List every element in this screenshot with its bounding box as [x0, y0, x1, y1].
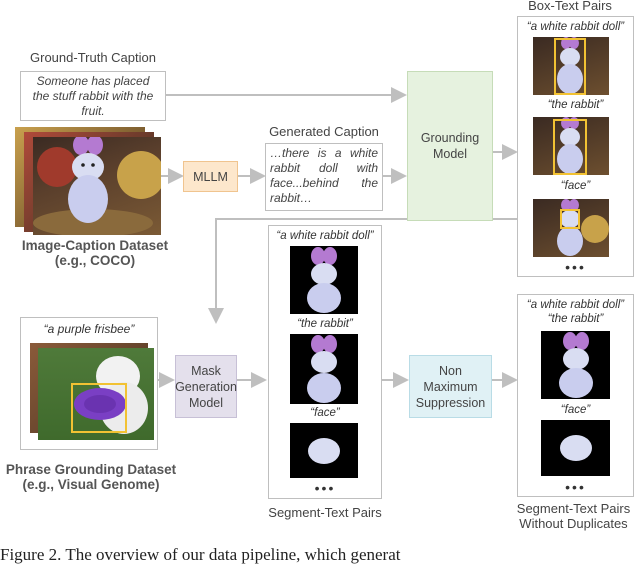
box-phrase-1: “a white rabbit doll”	[526, 21, 625, 33]
frisbee-dog-illustration	[71, 356, 148, 434]
segment-image-2	[290, 334, 358, 404]
dedup-phrase-1: “a white rabbit doll”	[526, 299, 625, 311]
dedup-title-line-2: Without Duplicates	[519, 516, 628, 531]
box-image-3-art	[557, 199, 609, 256]
grounding-model-box: Grounding Model	[407, 71, 493, 221]
ground-truth-line-3: fruit.	[81, 104, 105, 118]
mask-generation-line-3: Model	[188, 395, 224, 410]
generated-line-4: rabbit…	[270, 191, 313, 205]
frisbee-dog-image	[38, 348, 154, 440]
dedup-image-1	[541, 331, 610, 399]
image-caption-dataset-label: Image-Caption Dataset (e.g., COCO)	[10, 238, 180, 268]
generated-caption-title: Generated Caption	[269, 124, 379, 139]
mask-generation-line-2: Generation	[175, 379, 237, 394]
mllm-label: MLLM	[193, 169, 228, 184]
nms-line-1: Non	[439, 363, 462, 378]
segment-image-2-art	[307, 335, 341, 403]
mllm-box: MLLM	[183, 161, 238, 192]
dedup-phrase-3: “face”	[560, 404, 591, 416]
ground-truth-line-1: Someone has placed	[36, 74, 150, 88]
nms-line-2: Maximum	[423, 379, 478, 394]
rabbit-doll-illustration	[33, 137, 161, 235]
box-text-pairs-title: Box-Text Pairs	[528, 0, 612, 13]
image-caption-dataset-line-1: Image-Caption Dataset	[21, 238, 169, 253]
grounding-model-line-2: Model	[432, 147, 468, 161]
dedup-title-line-1: Segment-Text Pairs	[516, 501, 631, 516]
box-phrase-2: “the rabbit”	[547, 99, 604, 111]
box-image-1-art	[554, 37, 586, 95]
segment-image-3	[290, 423, 358, 478]
generated-line-1: …there is a white	[270, 146, 378, 160]
phrase-grounding-phrase: “a purple frisbee”	[43, 322, 135, 336]
generated-line-2: rabbit doll with	[270, 161, 378, 175]
segment-phrase-2: “the rabbit”	[297, 318, 353, 330]
ground-truth-caption-title: Ground-Truth Caption	[30, 50, 156, 65]
segment-text-pairs-title: Segment-Text Pairs	[268, 505, 382, 520]
dedup-image-2-art	[560, 435, 592, 461]
grounding-model-line-1: Grounding	[420, 131, 480, 145]
segment-image-1-art	[307, 247, 341, 313]
image-caption-dataset-line-2: (e.g., COCO)	[54, 253, 136, 268]
segment-image-3-art	[308, 438, 340, 464]
segment-image-1	[290, 246, 358, 314]
dedup-phrase-2: “the rabbit”	[547, 313, 604, 325]
segment-phrase-1: “a white rabbit doll”	[276, 230, 374, 242]
rabbit-doll-image	[33, 137, 161, 235]
box-image-3	[533, 199, 609, 257]
nms-line-3: Suppression	[415, 395, 486, 410]
segment-pairs-more-dots: •••	[314, 480, 336, 496]
phrase-grounding-line-1: Phrase Grounding Dataset	[5, 462, 177, 477]
generated-line-3: face...behind the	[270, 176, 378, 190]
ground-truth-caption-box: Someone has placed the stuff rabbit with…	[20, 71, 166, 121]
dedup-more-dots: •••	[565, 479, 586, 495]
mask-generation-model-box: Mask Generation Model	[175, 355, 237, 418]
dedup-image-2	[541, 420, 610, 476]
nms-box: Non Maximum Suppression	[409, 355, 492, 418]
segment-phrase-3: “face”	[310, 407, 340, 419]
box-image-2	[533, 117, 609, 175]
box-phrase-3: “face”	[560, 180, 591, 192]
figure-caption: Figure 2. The overview of our data pipel…	[0, 545, 401, 564]
mask-generation-line-1: Mask	[191, 363, 221, 378]
generated-caption-box: …there is a white rabbit doll with face.…	[265, 143, 383, 211]
dedup-image-1-art	[559, 332, 593, 398]
box-image-2-art	[553, 117, 587, 175]
box-image-1	[533, 37, 609, 95]
dedup-title: Segment-Text Pairs Without Duplicates	[507, 501, 640, 531]
phrase-grounding-line-2: (e.g., Visual Genome)	[22, 477, 160, 492]
box-pairs-more-dots: •••	[565, 259, 586, 275]
ground-truth-line-2: the stuff rabbit with the	[32, 89, 154, 103]
phrase-grounding-dataset-label: Phrase Grounding Dataset (e.g., Visual G…	[0, 462, 182, 492]
